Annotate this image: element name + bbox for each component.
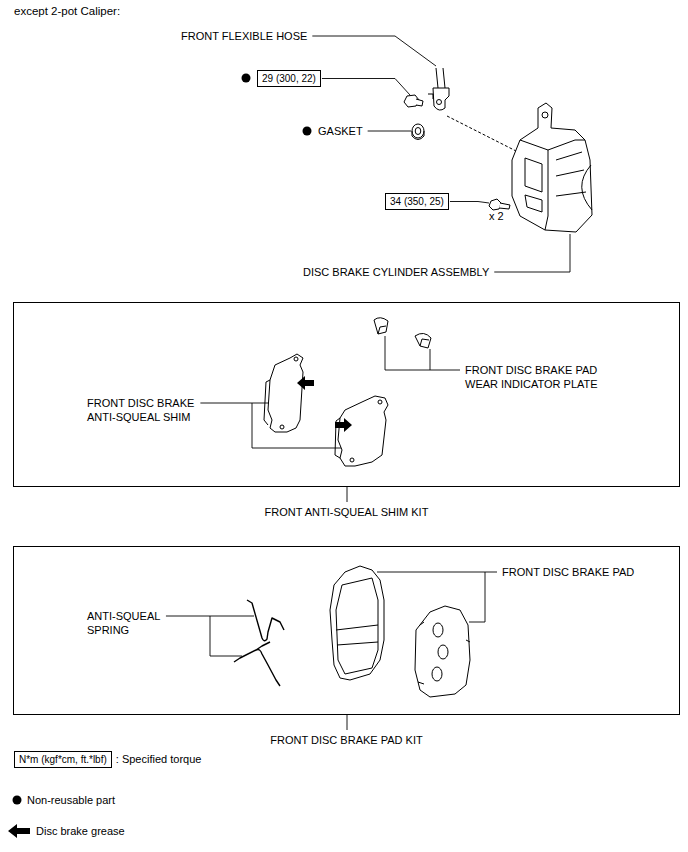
pad-boss	[432, 667, 442, 681]
legend-text: Non-reusable part	[27, 793, 115, 807]
hose-fitting	[433, 88, 449, 110]
caliper-edge	[520, 140, 585, 230]
legend-arrow	[8, 824, 30, 838]
anti-squeal-shim	[338, 396, 388, 466]
torque-value: N*m (kgf*cm, ft.*lbf)	[19, 753, 107, 766]
caliper-rib	[556, 152, 586, 196]
pad-groove	[336, 625, 378, 645]
shim-edge	[264, 380, 270, 425]
part-label: FRONT DISC BRAKE PAD	[502, 565, 634, 579]
pad-lining	[336, 578, 378, 674]
leader-line	[322, 79, 410, 96]
shim-hole	[294, 357, 298, 361]
caliper-window	[525, 158, 542, 192]
shim-hole	[280, 425, 284, 429]
leader-line	[430, 370, 460, 371]
hose	[436, 68, 445, 88]
caliper-window	[525, 195, 542, 212]
leader-line	[347, 715, 348, 730]
heading: except 2-pot Caliper:	[14, 5, 120, 17]
leader-line	[494, 234, 570, 272]
caliper-bolt-shank	[499, 203, 510, 209]
torque-box: 34 (350, 25)	[385, 193, 449, 210]
leader-line	[450, 202, 489, 204]
part-label: DISC BRAKE CYLINDER ASSEMBLY	[303, 265, 489, 279]
leader-line	[385, 336, 430, 370]
anti-squeal-spring	[247, 600, 284, 641]
leader-line	[312, 36, 436, 66]
pad-boss	[433, 623, 443, 637]
wear-indicator-plate	[415, 333, 431, 348]
anti-squeal-spring	[234, 642, 280, 686]
assembly-line	[447, 116, 518, 152]
caliper-cutout	[582, 165, 592, 210]
leader-line	[368, 131, 411, 132]
gasket-hole	[415, 128, 421, 135]
pad-boss	[438, 645, 448, 659]
non-reusable-dot	[303, 127, 312, 136]
wear-indicator-edge	[420, 339, 429, 346]
caliper-body	[512, 103, 592, 232]
torque-box: 29 (300, 22)	[257, 70, 321, 87]
wear-indicator-edge	[378, 326, 386, 334]
wear-indicator-plate	[374, 318, 388, 334]
torque-box: N*m (kgf*cm, ft.*lbf)	[14, 751, 112, 768]
kit-caption: FRONT ANTI-SQUEAL SHIM KIT	[14, 506, 679, 518]
anti-squeal-shim	[268, 354, 303, 432]
brake-pad	[330, 566, 384, 680]
leader-line	[200, 403, 269, 404]
torque-value: 34 (350, 25)	[390, 195, 444, 208]
shim-hole	[350, 458, 354, 462]
kit-box: FRONT ANTI-SQUEAL SHIM KIT	[13, 302, 680, 487]
part-label: FRONT FLEXIBLE HOSE	[181, 29, 307, 43]
leader-line	[347, 487, 348, 502]
gasket-edge	[412, 131, 424, 140]
part-label: FRONT DISC BRAKE ANTI-SQUEAL SHIM	[87, 396, 217, 424]
part-label: ANTI-SQUEAL SPRING	[87, 609, 182, 637]
grease-arrow	[297, 376, 314, 390]
part-label: GASKET	[318, 124, 363, 138]
bleeder	[542, 112, 548, 118]
part-label: x 2	[489, 209, 504, 223]
gasket	[412, 124, 424, 138]
hose-fitting-hole	[437, 100, 442, 105]
pad-notch	[418, 622, 470, 684]
legend-text: : Specified torque	[116, 752, 202, 766]
torque-value: 29 (300, 22)	[262, 72, 316, 85]
leader-line	[252, 403, 341, 448]
union-bolt-shank	[416, 99, 423, 106]
legend-dot	[13, 796, 22, 805]
leader-line	[210, 616, 242, 656]
leader-line	[469, 572, 485, 622]
grease-arrow	[335, 418, 352, 432]
hose-clip	[428, 94, 433, 99]
leader-line	[377, 572, 485, 573]
shim-hole	[378, 400, 382, 404]
non-reusable-dot	[242, 74, 251, 83]
part-label: FRONT DISC BRAKE PAD WEAR INDICATOR PLAT…	[465, 363, 615, 391]
legend-text: Disc brake grease	[36, 824, 125, 838]
leader-line	[485, 572, 497, 573]
brake-pad	[415, 606, 470, 697]
kit-caption: FRONT DISC BRAKE PAD KIT	[14, 734, 679, 746]
